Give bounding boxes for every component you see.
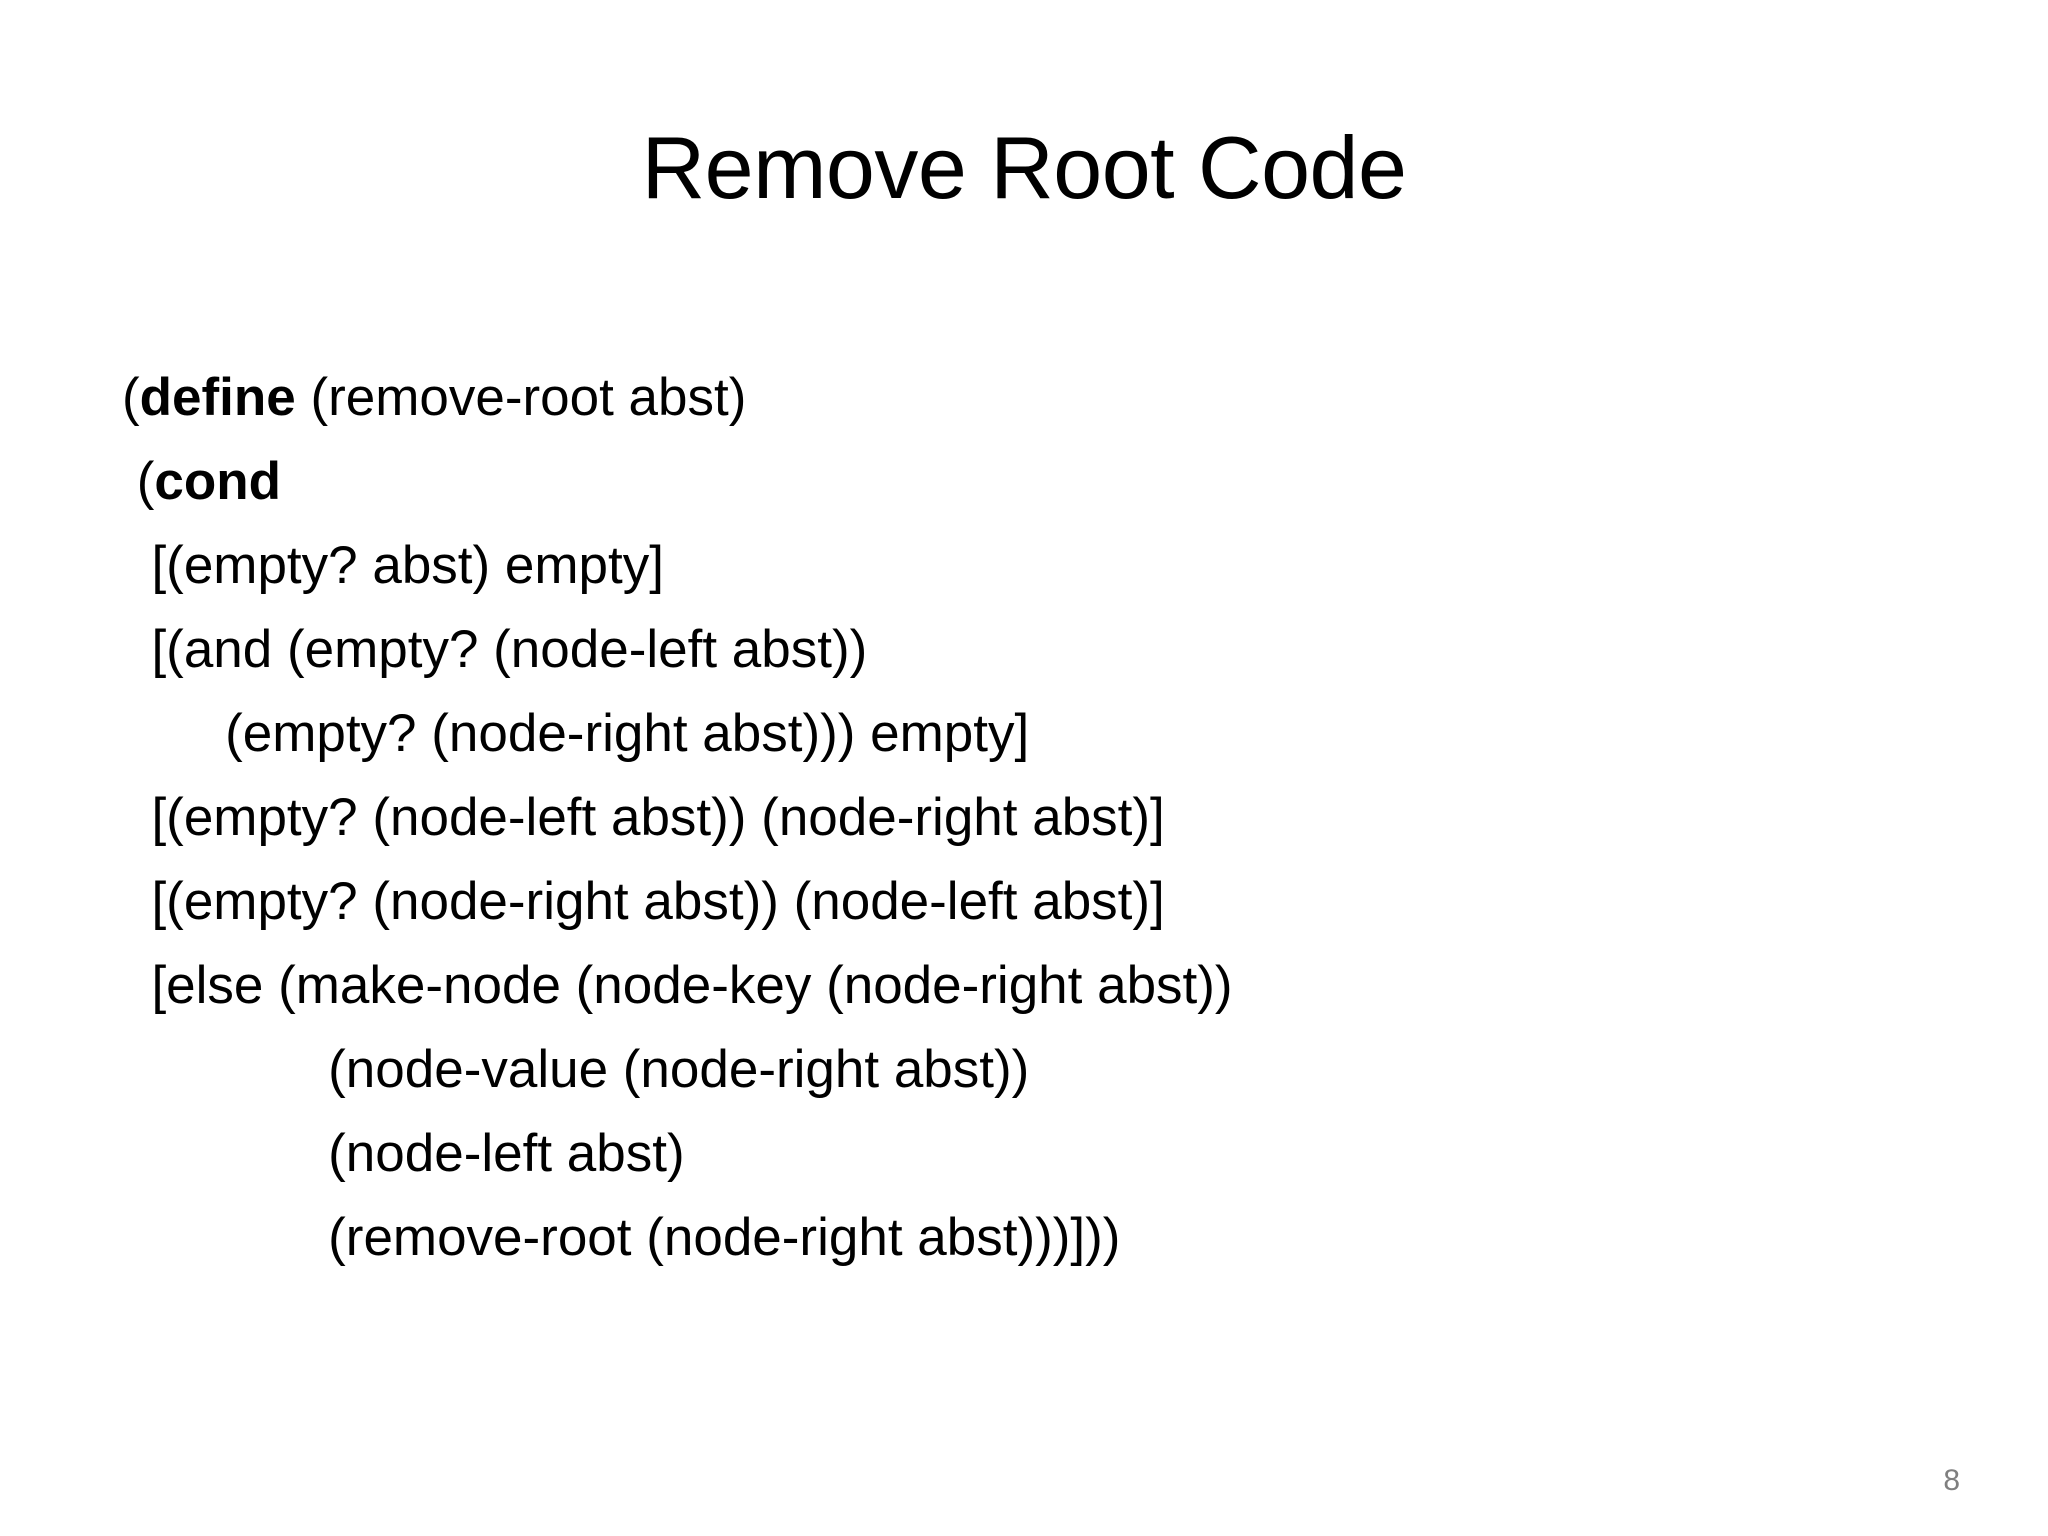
code-line: [(empty? (node-right abst)) (node-left a… xyxy=(122,860,1922,944)
code-text: (remove-root (node-right abst)))])) xyxy=(328,1208,1121,1267)
code-text: (empty? (node-right abst))) empty] xyxy=(225,704,1030,763)
code-indent xyxy=(122,1208,328,1267)
code-indent xyxy=(122,788,151,847)
code-text: [else (make-node (node-key (node-right a… xyxy=(151,956,1233,1015)
code-line: (node-value (node-right abst)) xyxy=(122,1028,1922,1112)
code-paren: ( xyxy=(136,452,155,511)
code-line: [(empty? abst) empty] xyxy=(122,524,1922,608)
code-line: (remove-root (node-right abst)))])) xyxy=(122,1196,1922,1280)
code-line: (empty? (node-right abst))) empty] xyxy=(122,692,1922,776)
code-text: (remove-root abst) xyxy=(295,368,747,427)
code-block: (define (remove-root abst) (cond [(empty… xyxy=(122,356,1922,1280)
code-line: (cond xyxy=(122,440,1922,524)
code-indent xyxy=(122,452,137,511)
page-title: Remove Root Code xyxy=(641,118,1407,217)
code-keyword: cond xyxy=(154,452,281,511)
code-line: [(and (empty? (node-left abst)) xyxy=(122,608,1922,692)
code-indent xyxy=(122,956,151,1015)
code-indent xyxy=(122,704,225,763)
code-text: [(empty? abst) empty] xyxy=(151,536,664,595)
code-indent xyxy=(122,536,151,595)
code-text: (node-left abst) xyxy=(328,1124,685,1183)
code-line: (define (remove-root abst) xyxy=(122,356,1922,440)
code-keyword: define xyxy=(139,368,296,427)
code-line: (node-left abst) xyxy=(122,1112,1922,1196)
code-text: [(empty? (node-left abst)) (node-right a… xyxy=(151,788,1165,847)
code-text: [(and (empty? (node-left abst)) xyxy=(151,620,868,679)
code-text: (node-value (node-right abst)) xyxy=(328,1040,1030,1099)
code-indent xyxy=(122,1124,328,1183)
code-indent xyxy=(122,620,151,679)
code-indent xyxy=(122,1040,328,1099)
page-number: 8 xyxy=(1943,1464,1960,1497)
code-line: [else (make-node (node-key (node-right a… xyxy=(122,944,1922,1028)
code-text: [(empty? (node-right abst)) (node-left a… xyxy=(151,872,1165,931)
code-indent xyxy=(122,872,151,931)
code-line: [(empty? (node-left abst)) (node-right a… xyxy=(122,776,1922,860)
code-paren: ( xyxy=(122,368,140,427)
